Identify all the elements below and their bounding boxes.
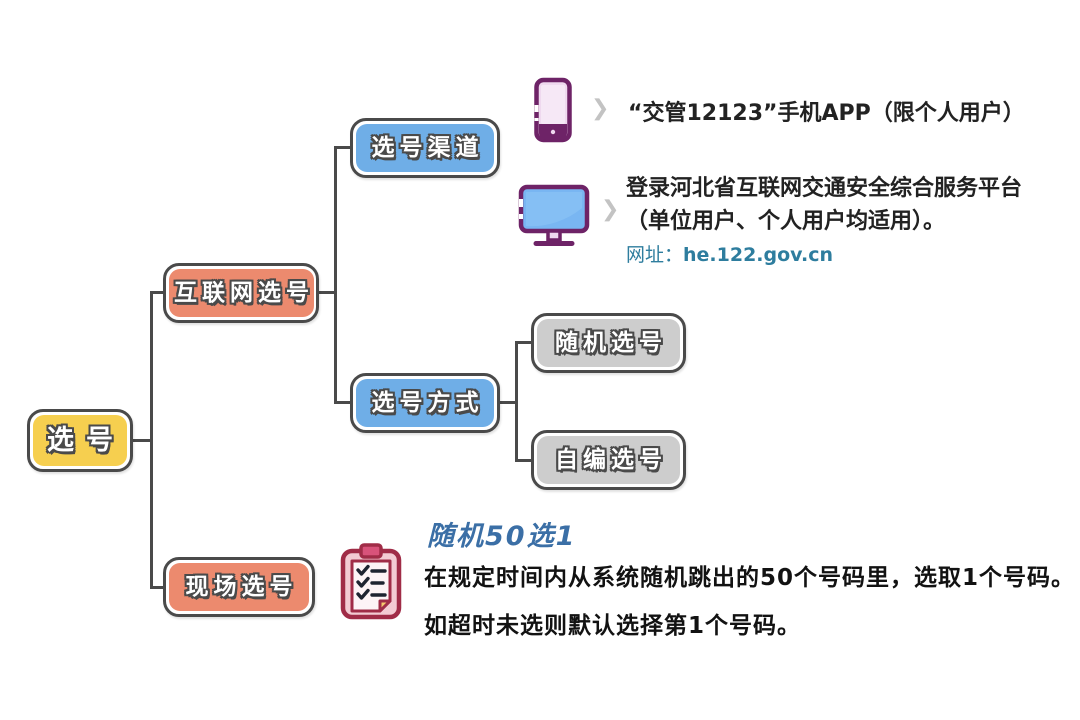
- node-onsite-label: 现场选号: [185, 573, 298, 600]
- web-channel-text-line1: 登录河北省互联网交通安全综合服务平台: [626, 176, 1023, 201]
- desktop-monitor-icon: [517, 183, 591, 251]
- url-label: 网址：: [626, 244, 684, 266]
- node-method-fill: 选号方式: [356, 379, 494, 427]
- random-50-pick-1-heading: 随机50选1: [427, 521, 577, 552]
- chevron-right-icon: ❯: [601, 197, 620, 222]
- node-internet-label: 互联网选号: [174, 279, 314, 306]
- app-channel-text: “交管12123”手机APP（限个人用户）: [628, 101, 1025, 126]
- url-value: he.122.gov.cn: [683, 244, 834, 266]
- node-internet-selection: 互联网选号: [163, 263, 319, 323]
- node-root-label: 选号: [47, 425, 125, 456]
- connector-to-channel: [334, 146, 351, 149]
- node-selection-method: 选号方式: [350, 373, 500, 433]
- node-custom-fill: 自编选号: [537, 436, 680, 484]
- connector-to-onsite: [150, 586, 164, 589]
- onsite-rule-line1: 在规定时间内从系统随机跳出的50个号码里，选取1个号码。: [424, 565, 1076, 591]
- node-root-xuanhao: 选号: [27, 409, 133, 472]
- connector-trunk-level1: [150, 291, 153, 589]
- checklist-clipboard-icon: [339, 541, 403, 625]
- node-root-fill: 选号: [33, 415, 127, 466]
- connector-to-random: [515, 341, 532, 344]
- node-onsite-selection: 现场选号: [163, 557, 315, 617]
- connector-to-custom: [515, 459, 532, 462]
- connector-trunk-level3: [515, 341, 518, 462]
- connector-from-internet: [318, 291, 336, 294]
- onsite-rule-line2: 如超时未选则默认选择第1个号码。: [424, 613, 802, 639]
- node-internet-fill: 互联网选号: [169, 269, 314, 317]
- node-onsite-fill: 现场选号: [169, 563, 309, 611]
- node-custom-selection: 自编选号: [531, 430, 686, 490]
- connector-to-internet: [150, 291, 164, 294]
- node-selection-channel: 选号渠道: [350, 118, 500, 178]
- node-random-selection: 随机选号: [531, 313, 686, 373]
- smartphone-icon: [533, 77, 573, 147]
- connector-to-method: [334, 401, 351, 404]
- node-custom-label: 自编选号: [555, 446, 667, 473]
- node-random-fill: 随机选号: [537, 319, 680, 367]
- connector-trunk-level2: [334, 146, 337, 404]
- node-random-label: 随机选号: [555, 329, 667, 356]
- connector-root: [133, 439, 152, 442]
- connector-from-method: [499, 401, 517, 404]
- web-channel-text-line2: （单位用户、个人用户均适用）。: [626, 209, 946, 234]
- chevron-right-icon: ❯: [591, 96, 610, 121]
- node-channel-label: 选号渠道: [371, 134, 484, 161]
- node-method-label: 选号方式: [371, 389, 484, 416]
- website-url-line: 网址：he.122.gov.cn: [626, 240, 833, 267]
- node-channel-fill: 选号渠道: [356, 124, 494, 172]
